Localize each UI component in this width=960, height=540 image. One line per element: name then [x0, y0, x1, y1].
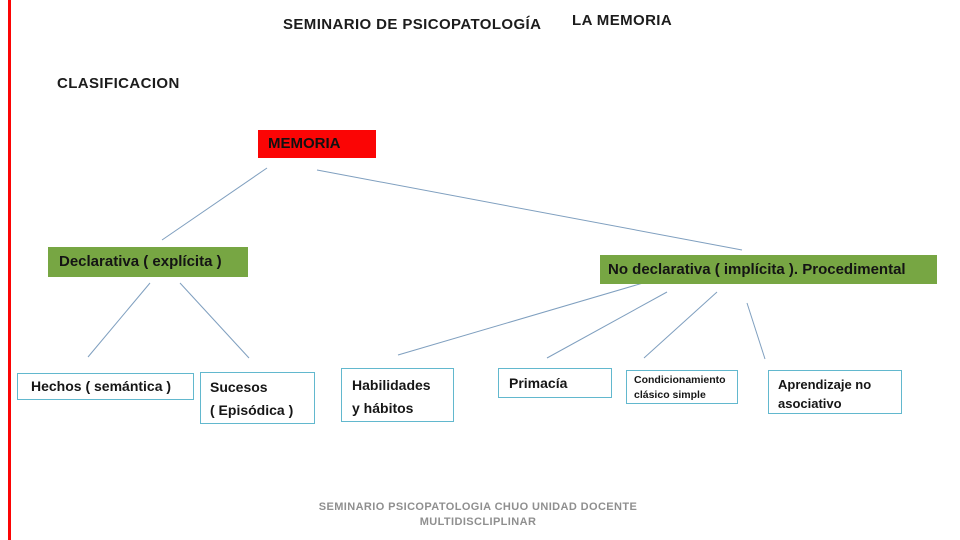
node-no-declarativa: No declarativa ( implícita ). Procedimen… [600, 255, 937, 284]
connector-memoria-no-declarativa [316, 169, 743, 251]
left-red-rule [8, 0, 11, 540]
node-aprendizaje: Aprendizaje no asociativo [768, 370, 902, 414]
node-hechos-label: Hechos ( semántica ) [31, 378, 172, 394]
slide-footer: SEMINARIO PSICOPATOLOGIA CHUO UNIDAD DOC… [0, 500, 956, 530]
connector-nodeclarativa-habilidades [397, 282, 644, 356]
node-primacia: Primacía [498, 368, 612, 398]
footer-line1: SEMINARIO PSICOPATOLOGIA CHUO UNIDAD DOC… [318, 501, 638, 513]
connector-declarativa-hechos [87, 282, 151, 358]
connector-memoria-declarativa [161, 167, 268, 241]
slide-title: SEMINARIO DE PSICOPATOLOGÍA [283, 16, 542, 33]
node-habilidades: Habilidades y hábitos [341, 368, 454, 422]
node-primacia-label: Primacía [509, 375, 568, 391]
node-habilidades-line1: Habilidades [352, 377, 431, 393]
connector-nodeclarativa-aprendizaje [746, 302, 766, 360]
connector-nodeclarativa-condicionamiento [643, 291, 718, 359]
footer-line2: MULTIDISCLIPLINAR [419, 516, 537, 528]
connector-declarativa-sucesos [179, 282, 250, 359]
node-hechos: Hechos ( semántica ) [17, 373, 194, 400]
node-declarativa: Declarativa ( explícita ) [48, 247, 248, 277]
node-condicionamiento-line2: clásico simple [634, 389, 706, 401]
node-condicionamiento: Condicionamiento clásico simple [626, 370, 738, 404]
node-sucesos-line2: ( Episódica ) [210, 402, 294, 418]
node-memoria: MEMORIA [258, 130, 376, 158]
connector-nodeclarativa-primacia [546, 291, 668, 359]
node-condicionamiento-line1: Condicionamiento [634, 374, 726, 386]
section-heading: CLASIFICACION [57, 75, 180, 92]
node-aprendizaje-line2: asociativo [778, 396, 842, 411]
node-sucesos: Sucesos ( Episódica ) [200, 372, 315, 424]
node-aprendizaje-line1: Aprendizaje no [778, 377, 872, 392]
node-habilidades-line2: y hábitos [352, 400, 414, 416]
node-sucesos-line1: Sucesos [210, 379, 268, 395]
slide-subtitle: LA MEMORIA [572, 12, 673, 29]
